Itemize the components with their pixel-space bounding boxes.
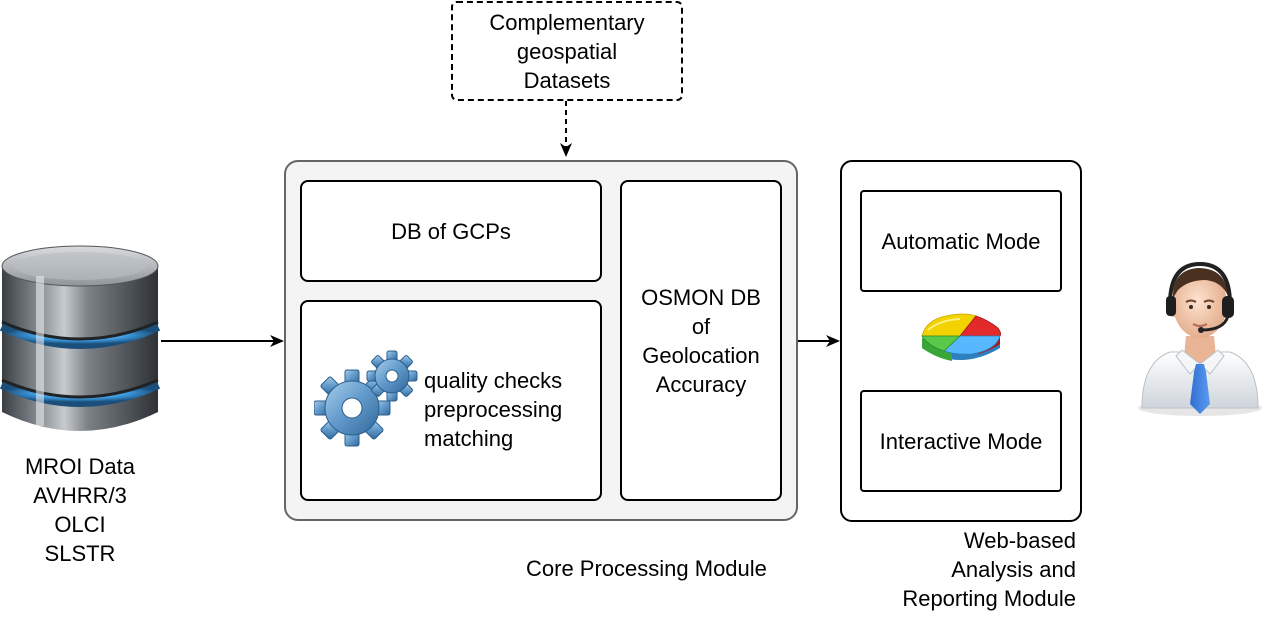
db-of-gcps-label: DB of GCPs [391, 218, 511, 244]
automatic-mode-box: Automatic Mode [860, 190, 1062, 292]
database-icon [0, 245, 160, 431]
core-module-caption: Core Processing Module [526, 556, 767, 581]
complementary-datasets-box: Complementary geospatial Datasets [451, 1, 683, 101]
interactive-mode-box: Interactive Mode [860, 390, 1062, 492]
processing-box: quality checks preprocessing matching [300, 300, 602, 501]
pie-chart-icon [921, 313, 1002, 361]
interactive-mode-label: Interactive Mode [879, 428, 1043, 454]
processing-steps-label: quality checks preprocessing matching [424, 368, 563, 451]
complementary-datasets-label: Complementary geospatial Datasets [489, 9, 645, 93]
db-of-gcps-box: DB of GCPs [300, 180, 602, 282]
data-source-label: MROI Data AVHRR/3 OLCI SLSTR [24, 454, 136, 566]
osmon-db-box: OSMON DB of Geolocation Accuracy [620, 180, 782, 501]
user-headset-icon [1138, 261, 1262, 416]
web-module-caption: Web-based Analysis and Reporting Module [902, 528, 1076, 611]
gears-icon [314, 350, 418, 447]
osmon-db-label: OSMON DB of Geolocation Accuracy [641, 284, 761, 397]
automatic-mode-label: Automatic Mode [881, 228, 1041, 254]
